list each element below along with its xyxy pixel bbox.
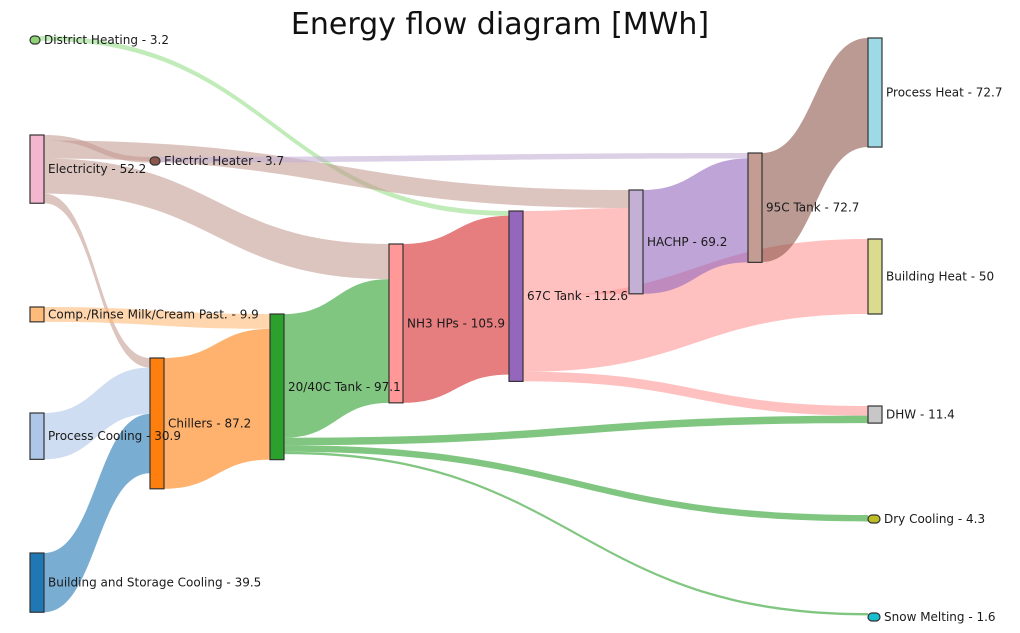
node-label-comp-rinse: Comp./Rinse Milk/Cream Past. - 9.9 (48, 307, 259, 321)
node-tank-20-40 (269, 313, 285, 461)
flow-link-process_cooling-to-chillers (44, 367, 150, 460)
node-dhw (867, 405, 883, 424)
flow-link-tank_67-to-dhw (523, 371, 868, 416)
node-label-dhw: DHW - 11.4 (886, 408, 955, 422)
node-process-cooling (29, 412, 45, 460)
node-label-building-storage-cooling: Building and Storage Cooling - 39.5 (48, 576, 261, 590)
nodes-layer (29, 35, 883, 622)
node-label-tank-67: 67C Tank - 112.6 (527, 289, 628, 303)
node-snow-melting (867, 612, 881, 622)
node-tank-95 (747, 152, 763, 263)
node-electricity (29, 134, 45, 204)
node-chillers (149, 357, 165, 490)
node-label-snow-melting: Snow Melting - 1.6 (884, 610, 996, 624)
flow-link-nh3_hps-to-tank_67 (403, 215, 509, 403)
flow-link-hachp-to-tank_95 (643, 158, 748, 294)
diagram-title: Energy flow diagram [MWh] (291, 7, 709, 42)
flow-link-electricity-to-chillers (44, 193, 150, 368)
node-building-storage-cooling (29, 552, 45, 613)
node-label-tank-95: 95C Tank - 72.7 (766, 201, 859, 215)
flow-link-chillers-to-tank_20_40 (164, 328, 270, 489)
node-district-heating (29, 35, 41, 45)
node-building-heat (867, 238, 883, 315)
node-nh3-hps (388, 243, 404, 404)
flow-link-tank_20_40-to-snow_melting (284, 451, 868, 616)
node-label-hachp: HACHP - 69.2 (647, 235, 727, 249)
flow-link-tank_20_40-to-nh3_hps (284, 279, 389, 438)
node-label-building-heat: Building Heat - 50 (886, 270, 994, 284)
flow-link-tank_67-to-building_heat (523, 239, 868, 372)
node-label-chillers: Chillers - 87.2 (168, 416, 251, 430)
node-hachp (628, 189, 644, 295)
node-label-process-cooling: Process Cooling - 30.9 (48, 429, 181, 443)
node-label-electric-heater: Electric Heater - 3.7 (164, 154, 284, 168)
flow-link-electric_heater-to-tank_95 (160, 153, 748, 163)
flow-link-tank_20_40-to-dry_cooling (284, 445, 868, 522)
node-tank-67 (508, 210, 524, 382)
node-label-tank-20-40: 20/40C Tank - 97.1 (288, 380, 401, 394)
flow-link-tank_20_40-to-dhw (284, 415, 868, 446)
node-label-nh3-hps: NH3 HPs - 105.9 (407, 316, 505, 330)
node-comp-rinse (29, 306, 45, 323)
flow-link-electricity-to-nh3_hps (44, 158, 389, 280)
links-layer (40, 36, 868, 616)
flow-link-tank_95-to-process_heat (762, 38, 868, 263)
node-label-district-heating: District Heating - 3.2 (44, 33, 169, 47)
flow-link-tank_67-to-hachp (523, 208, 629, 297)
node-process-heat (867, 37, 883, 148)
node-label-dry-cooling: Dry Cooling - 4.3 (884, 512, 985, 526)
node-label-process-heat: Process Heat - 72.7 (886, 86, 1002, 100)
flow-link-comp_rinse-to-tank_20_40 (44, 307, 270, 329)
node-electric-heater (149, 156, 161, 166)
flow-link-building_storage_cooling-to-chillers (44, 413, 150, 613)
node-label-electricity: Electricity - 52.2 (48, 162, 146, 176)
node-dry-cooling (867, 514, 881, 524)
flow-link-district_heating-to-tank_67 (40, 36, 509, 216)
